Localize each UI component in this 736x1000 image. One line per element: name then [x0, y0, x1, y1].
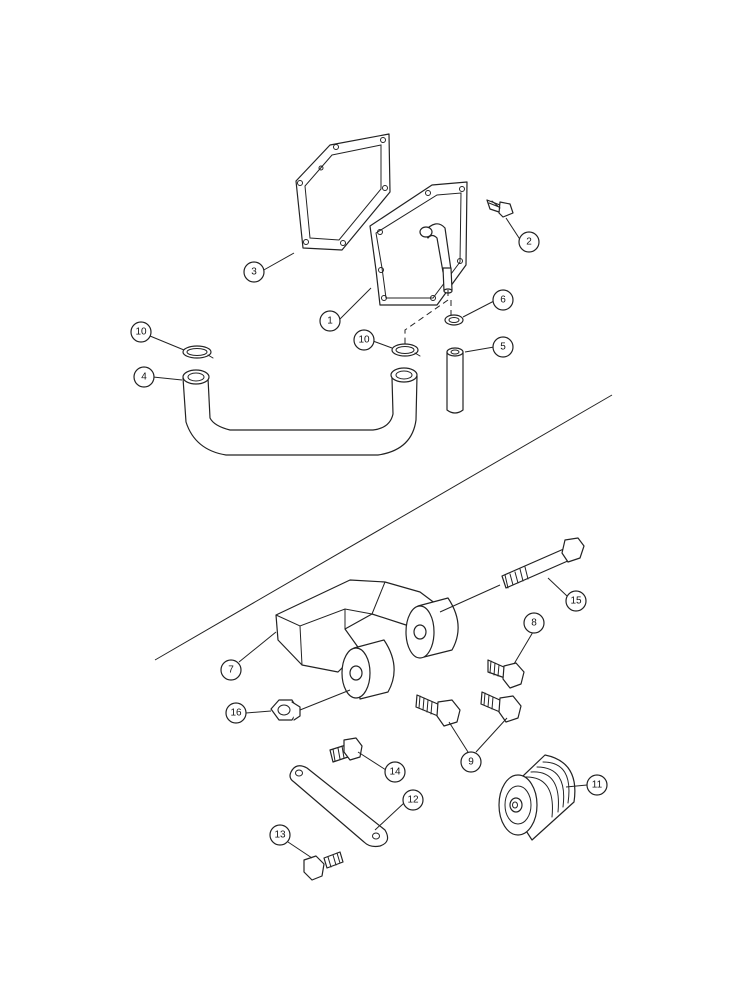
callout-6-label: 6 — [500, 295, 506, 306]
callout-13: 13 — [269, 824, 313, 859]
callout-7-label: 7 — [228, 665, 234, 676]
nut-part — [270, 699, 301, 721]
callout-11-label: 11 — [592, 780, 603, 791]
callout-9: 9 — [448, 717, 508, 773]
bolt-part — [329, 737, 363, 763]
axis-line — [299, 689, 351, 711]
section-divider-line — [154, 394, 613, 661]
callout-15-label: 15 — [570, 596, 582, 607]
cover-plate-part — [369, 181, 468, 306]
callout-9-label: 9 — [468, 757, 474, 768]
callout-12-label: 12 — [407, 795, 419, 806]
callout-8: 8 — [513, 612, 545, 665]
bolt-part — [487, 659, 525, 689]
callout-2: 2 — [505, 217, 540, 253]
clamp-ring-part — [444, 314, 464, 326]
assembly-path-line — [404, 290, 449, 345]
bolt-part — [480, 691, 522, 723]
bracket-part — [275, 579, 441, 673]
callout-4-label: 4 — [141, 372, 147, 383]
small-hose-part — [446, 347, 464, 414]
callout-7: 7 — [220, 631, 277, 681]
callout-10-right: 10 — [353, 329, 393, 351]
callout-14: 14 — [357, 751, 406, 783]
callout-4: 4 — [133, 366, 183, 388]
callout-10-right-label: 10 — [358, 335, 370, 346]
bushing-part — [405, 597, 459, 659]
callout-12: 12 — [374, 789, 424, 831]
link-plate-part — [289, 765, 389, 848]
long-bolt-part — [501, 537, 585, 589]
bushing-part — [341, 639, 395, 700]
callout-2-label: 2 — [526, 237, 532, 248]
callout-16: 16 — [225, 702, 272, 724]
callout-13-label: 13 — [274, 830, 286, 841]
callout-3: 3 — [243, 252, 295, 283]
bolt-part — [303, 851, 344, 881]
callout-3-label: 3 — [251, 267, 257, 278]
gasket-part — [295, 133, 391, 251]
callout-6: 6 — [462, 289, 514, 318]
bolt-part — [415, 694, 461, 727]
hose-clamp-left-part — [182, 345, 214, 359]
callout-8-label: 8 — [531, 618, 537, 629]
callout-10-left-label: 10 — [135, 327, 147, 338]
callout-10-left: 10 — [130, 321, 185, 351]
u-hose-part — [182, 367, 418, 456]
hose-clamp-right-part — [391, 343, 421, 357]
callout-5: 5 — [464, 336, 514, 358]
axis-line — [439, 584, 501, 613]
callout-5-label: 5 — [500, 342, 506, 353]
callout-11: 11 — [565, 774, 608, 796]
callout-14-label: 14 — [389, 767, 401, 778]
callout-15: 15 — [547, 577, 587, 612]
callout-1-label: 1 — [327, 316, 333, 327]
callout-16-label: 16 — [230, 708, 242, 719]
pulley-part — [498, 754, 576, 841]
bolt-part — [486, 199, 514, 218]
callout-1: 1 — [319, 287, 372, 332]
